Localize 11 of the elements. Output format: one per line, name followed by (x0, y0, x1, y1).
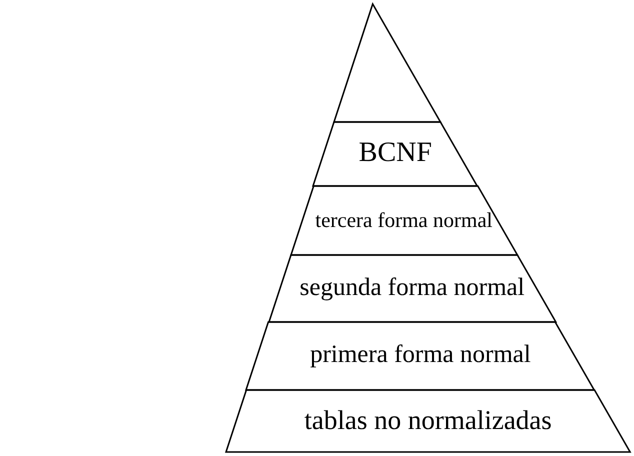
level-label: tablas no normalizadas (304, 404, 552, 436)
pyramid-level (226, 390, 630, 452)
level-label: tercera forma normal (315, 208, 492, 233)
pyramid-level (290, 186, 518, 255)
level-label: BCNF (358, 137, 432, 170)
pyramid-level (313, 122, 478, 186)
pyramid-level (246, 322, 595, 390)
level-label: primera forma normal (310, 341, 531, 369)
pyramid-apex (334, 4, 441, 122)
pyramid-level (268, 255, 556, 322)
level-label: segunda forma normal (300, 274, 525, 302)
